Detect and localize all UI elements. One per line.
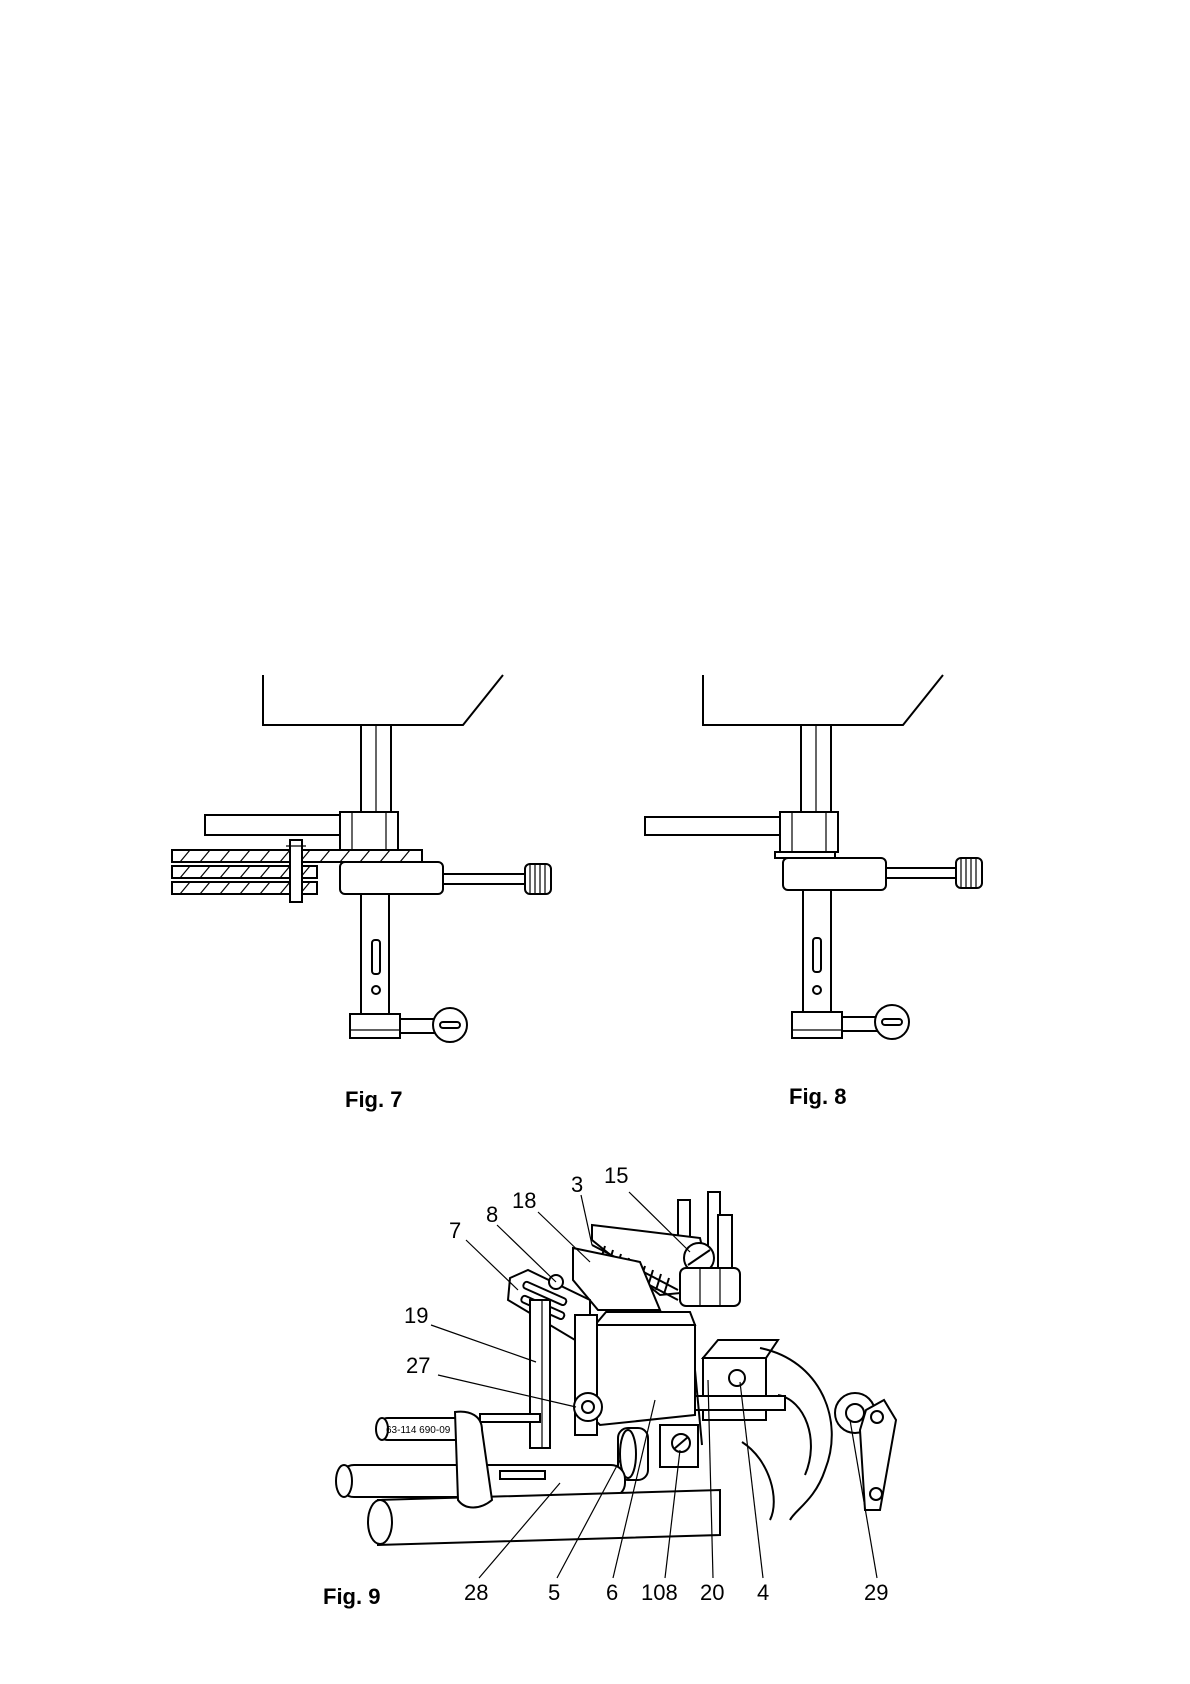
callout-5: 5 [548,1580,560,1605]
callout-28: 28 [464,1580,488,1605]
fig8-drawing: Fig. 8 [645,675,982,1109]
callout-27: 27 [406,1353,430,1378]
callout-8: 8 [486,1202,498,1227]
callout-18: 18 [512,1188,536,1213]
fig9-tool-marking: 63-114 690-09 [386,1425,451,1436]
callout-4: 4 [757,1580,769,1605]
callout-7: 7 [449,1218,461,1243]
callout-20: 20 [700,1580,724,1605]
fig9-drawing: 63-114 690-09 3 15 18 8 7 [323,1163,896,1609]
fig9-caption: Fig. 9 [323,1584,380,1609]
callout-6: 6 [606,1580,618,1605]
callout-108: 108 [641,1580,678,1605]
callout-15: 15 [604,1163,628,1188]
fig7-drawing: Fig. 7 [172,675,551,1112]
callout-29: 29 [864,1580,888,1605]
callout-19: 19 [404,1303,428,1328]
callout-3: 3 [571,1172,583,1197]
fig8-caption: Fig. 8 [789,1084,846,1109]
fig7-caption: Fig. 7 [345,1087,402,1112]
